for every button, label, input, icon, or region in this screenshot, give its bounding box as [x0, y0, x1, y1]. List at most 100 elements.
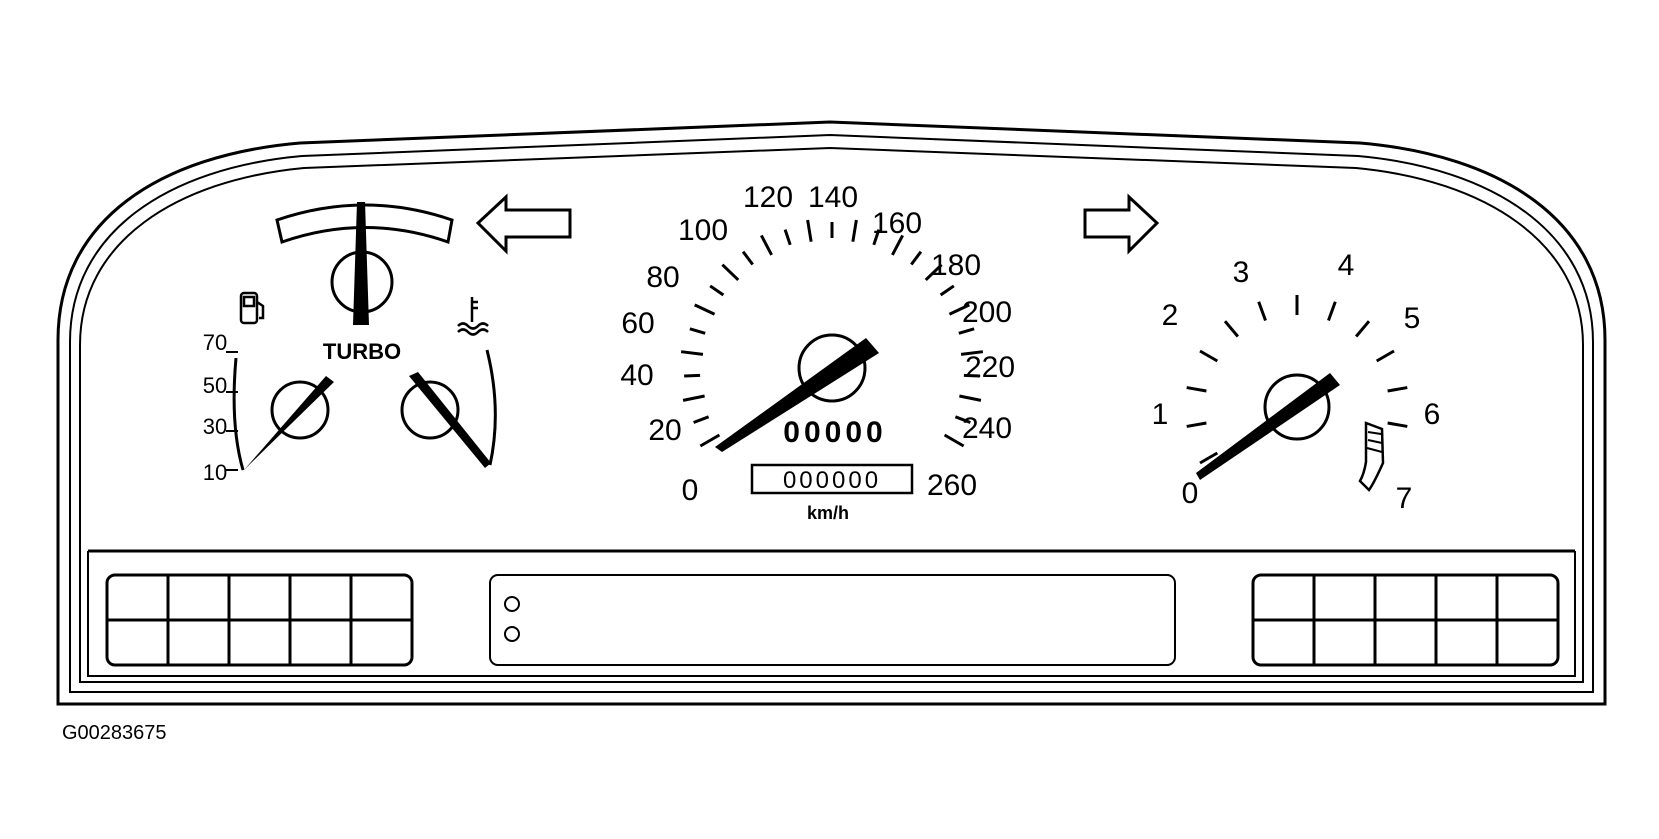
tachometer-tick	[1327, 301, 1337, 322]
tachometer-redline-band	[1358, 421, 1385, 492]
trip-odometer: 00000	[783, 416, 886, 449]
speedometer-label-20: 20	[648, 414, 681, 447]
speedometer-tick	[699, 433, 721, 448]
coolant-gauge-scale-arc	[485, 349, 497, 466]
speedometer-tick	[783, 229, 792, 246]
speedometer-label-180: 180	[931, 249, 981, 282]
tachometer-tick	[1387, 386, 1408, 393]
speedometer-tick	[959, 394, 982, 402]
speedometer-tick	[689, 327, 706, 335]
tachometer	[1186, 295, 1408, 492]
tachometer-tick	[1186, 421, 1207, 428]
tachometer-tick	[1257, 301, 1267, 322]
tachometer-hub	[1263, 373, 1331, 441]
oil-gauge-label-10: 10	[203, 460, 227, 485]
speedometer-tick	[958, 327, 975, 335]
display-button-upper[interactable]	[504, 596, 520, 612]
speedometer-tick	[694, 303, 716, 316]
left-turn-arrow-icon	[475, 193, 572, 255]
turbo-gauge-scale-band	[275, 203, 454, 244]
tachometer-tick	[1186, 386, 1207, 393]
tachometer-tick	[1354, 320, 1371, 338]
speedometer-tick	[684, 373, 701, 378]
coolant-temp-gauge	[400, 349, 497, 468]
speedometer-needle	[715, 338, 879, 452]
tachometer-label-6: 6	[1424, 398, 1441, 431]
tachometer-label-5: 5	[1404, 302, 1421, 335]
right-turn-arrow-icon	[1083, 193, 1160, 255]
tachometer-tick	[1199, 349, 1219, 363]
display-button-lower[interactable]	[504, 626, 520, 642]
coolant-gauge-needle	[409, 372, 491, 468]
speedometer-label-260: 260	[927, 469, 977, 502]
speedometer-tick	[963, 373, 980, 378]
tachometer-label-2: 2	[1162, 299, 1179, 332]
tachometer-label-1: 1	[1152, 398, 1169, 431]
speedometer-tick	[682, 394, 705, 402]
oil-gauge-label-50: 50	[203, 373, 227, 398]
speedometer-tick	[693, 415, 710, 424]
odometer: 000000	[750, 463, 914, 495]
tachometer-tick	[1223, 320, 1240, 338]
tachometer-label-3: 3	[1233, 256, 1250, 289]
speedometer-tick	[939, 284, 955, 297]
speedometer-label-200: 200	[962, 296, 1012, 329]
oil-gauge-hub	[270, 380, 330, 440]
speedometer-tick	[709, 284, 725, 297]
speedometer-tick	[760, 234, 773, 256]
speedometer-label-140: 140	[808, 181, 858, 214]
oil-gauge-label-30: 30	[203, 414, 227, 439]
right-warning-light-panel	[1251, 573, 1560, 667]
tachometer-redline-hatch	[1366, 431, 1383, 453]
turbo-gauge-needle	[353, 202, 369, 325]
speedometer-tick	[954, 415, 971, 424]
turbo-gauge-label: TURBO	[323, 339, 401, 364]
tachometer-tick	[1375, 349, 1395, 363]
coolant-temp-icon	[457, 297, 489, 336]
speedometer-label-0: 0	[682, 474, 699, 507]
tachometer-label-7: 7	[1396, 482, 1413, 515]
speedometer-tick	[680, 350, 704, 356]
tachometer-label-4: 4	[1338, 249, 1355, 282]
speedometer-tick	[872, 229, 881, 246]
speedometer-tick	[948, 303, 970, 316]
speedometer-label-120: 120	[743, 181, 793, 214]
speedometer-label-100: 100	[678, 214, 728, 247]
speedometer: 00000 000000 km/h	[680, 219, 984, 523]
speedometer-label-160: 160	[872, 207, 922, 240]
figure-id: G00283675	[62, 722, 167, 744]
speedometer-tick	[891, 234, 904, 256]
speedometer-unit: km/h	[807, 503, 849, 523]
speedometer-tick	[924, 263, 943, 282]
center-information-display	[489, 574, 1176, 666]
speedometer-label-60: 60	[621, 307, 654, 340]
speedometer-tick	[806, 219, 813, 242]
speedometer-label-220: 220	[965, 351, 1015, 384]
turbo-gauge: TURBO	[275, 202, 454, 364]
oil-gauge-scale-arc	[232, 357, 245, 471]
tachometer-tick	[1199, 451, 1219, 465]
speedometer-tick	[741, 250, 754, 266]
speedometer-tick	[943, 433, 965, 448]
tachometer-needle	[1196, 373, 1340, 480]
cluster-housing	[56, 120, 1607, 706]
tachometer-tick	[1387, 421, 1408, 428]
oil-gauge-needle	[244, 376, 334, 470]
fuel-icon	[239, 291, 265, 325]
speedometer-hub	[797, 333, 867, 403]
trip-odometer-digits: 00000	[783, 416, 886, 449]
oil-gauge-label-70: 70	[203, 330, 227, 355]
speedometer-tick	[960, 350, 984, 356]
oil-pressure-gauge	[226, 351, 334, 471]
speedometer-label-40: 40	[620, 359, 653, 392]
tachometer-label-0: 0	[1182, 477, 1199, 510]
speedometer-tick	[721, 263, 740, 282]
speedometer-tick	[910, 250, 923, 266]
speedometer-label-240: 240	[962, 412, 1012, 445]
speedometer-tick	[851, 219, 858, 242]
coolant-gauge-hub	[400, 380, 460, 440]
odometer-digits: 000000	[783, 467, 881, 494]
left-warning-light-panel	[105, 573, 414, 667]
speedometer-label-80: 80	[646, 261, 679, 294]
